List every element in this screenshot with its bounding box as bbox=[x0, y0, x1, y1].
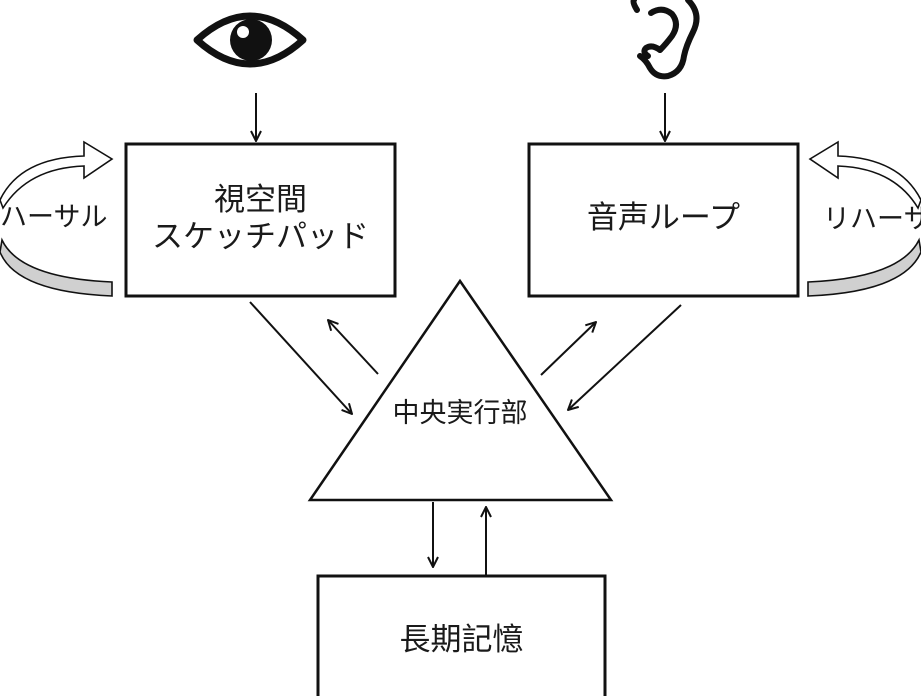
rehearsal-arrow-left-bottom bbox=[0, 237, 113, 297]
eye-icon bbox=[193, 12, 307, 68]
long-term-memory-box bbox=[316, 574, 607, 696]
rehearsal-loop-right bbox=[807, 140, 921, 297]
rehearsal-arrow-left-top bbox=[0, 140, 114, 210]
arrow-executive-to-sketchpad bbox=[328, 320, 379, 375]
visuospatial-line2: スケッチパッド bbox=[152, 218, 369, 255]
rehearsal-label-left: ハーサル bbox=[0, 202, 108, 233]
arrow-loop-to-executive bbox=[568, 304, 682, 410]
rehearsal-label-right: リハーサ bbox=[823, 204, 921, 235]
phonological-loop-box bbox=[527, 142, 800, 298]
visuospatial-sketchpad-box bbox=[124, 142, 397, 298]
phonological-loop-label: 音声ループ bbox=[586, 200, 741, 236]
central-executive-label: 中央実行部 bbox=[392, 398, 528, 429]
arrow-executive-to-loop bbox=[540, 322, 596, 376]
arrow-sketchpad-to-executive bbox=[249, 301, 352, 414]
central-executive-triangle bbox=[307, 278, 614, 502]
visuospatial-line1: 視空間 bbox=[214, 182, 307, 218]
ear-icon bbox=[630, 0, 700, 80]
rehearsal-arrow-right-bottom bbox=[807, 237, 921, 297]
long-term-memory-label: 長期記憶 bbox=[399, 622, 524, 658]
rehearsal-loop-left bbox=[0, 140, 114, 297]
rehearsal-arrow-right-top bbox=[808, 140, 921, 210]
visuospatial-sketchpad-label: 視空間 スケッチパッド bbox=[126, 182, 395, 255]
